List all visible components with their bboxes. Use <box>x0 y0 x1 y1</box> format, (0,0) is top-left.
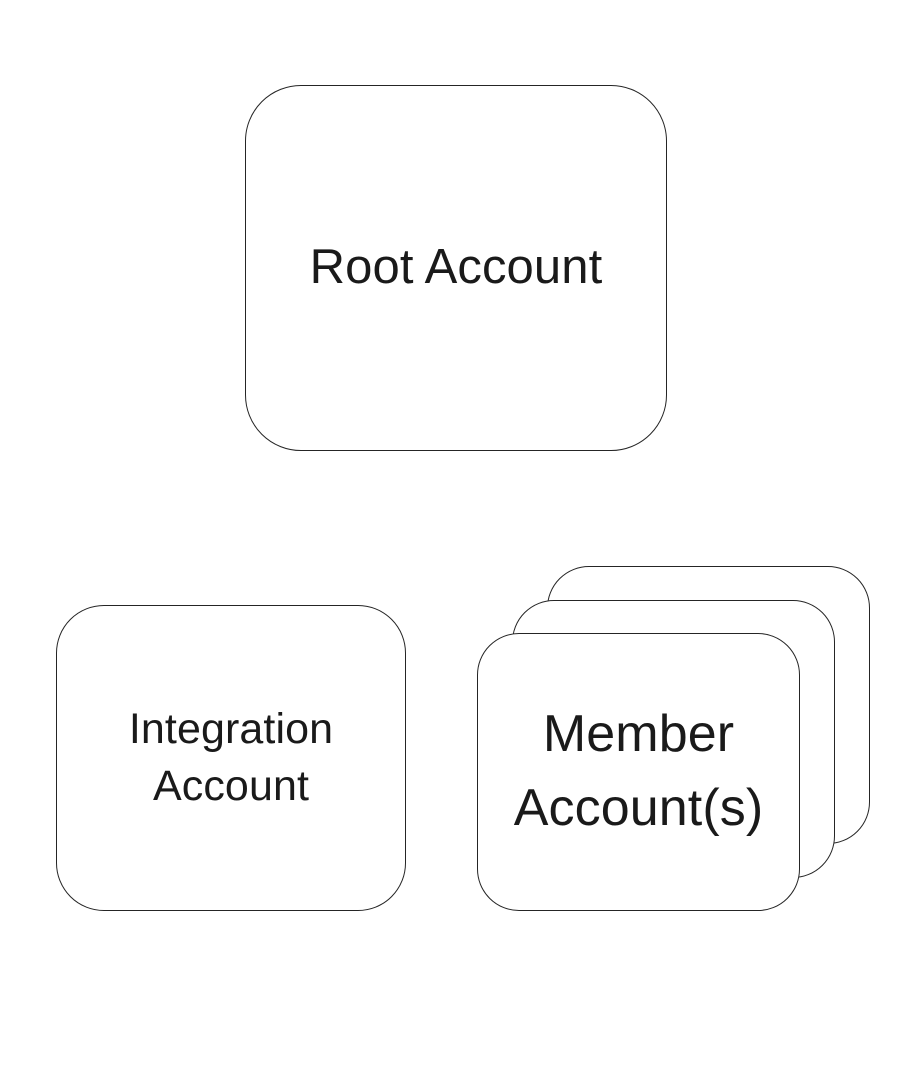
node-integration-account-label: Integration Account <box>128 704 334 810</box>
node-member-accounts-label: Member Account(s) <box>513 705 764 837</box>
node-root-account[interactable]: Root Account <box>245 85 667 451</box>
node-member-accounts[interactable]: Member Account(s) <box>477 633 800 911</box>
node-integration-account[interactable]: Integration Account <box>56 605 406 911</box>
node-root-account-label: Root Account <box>309 240 603 295</box>
